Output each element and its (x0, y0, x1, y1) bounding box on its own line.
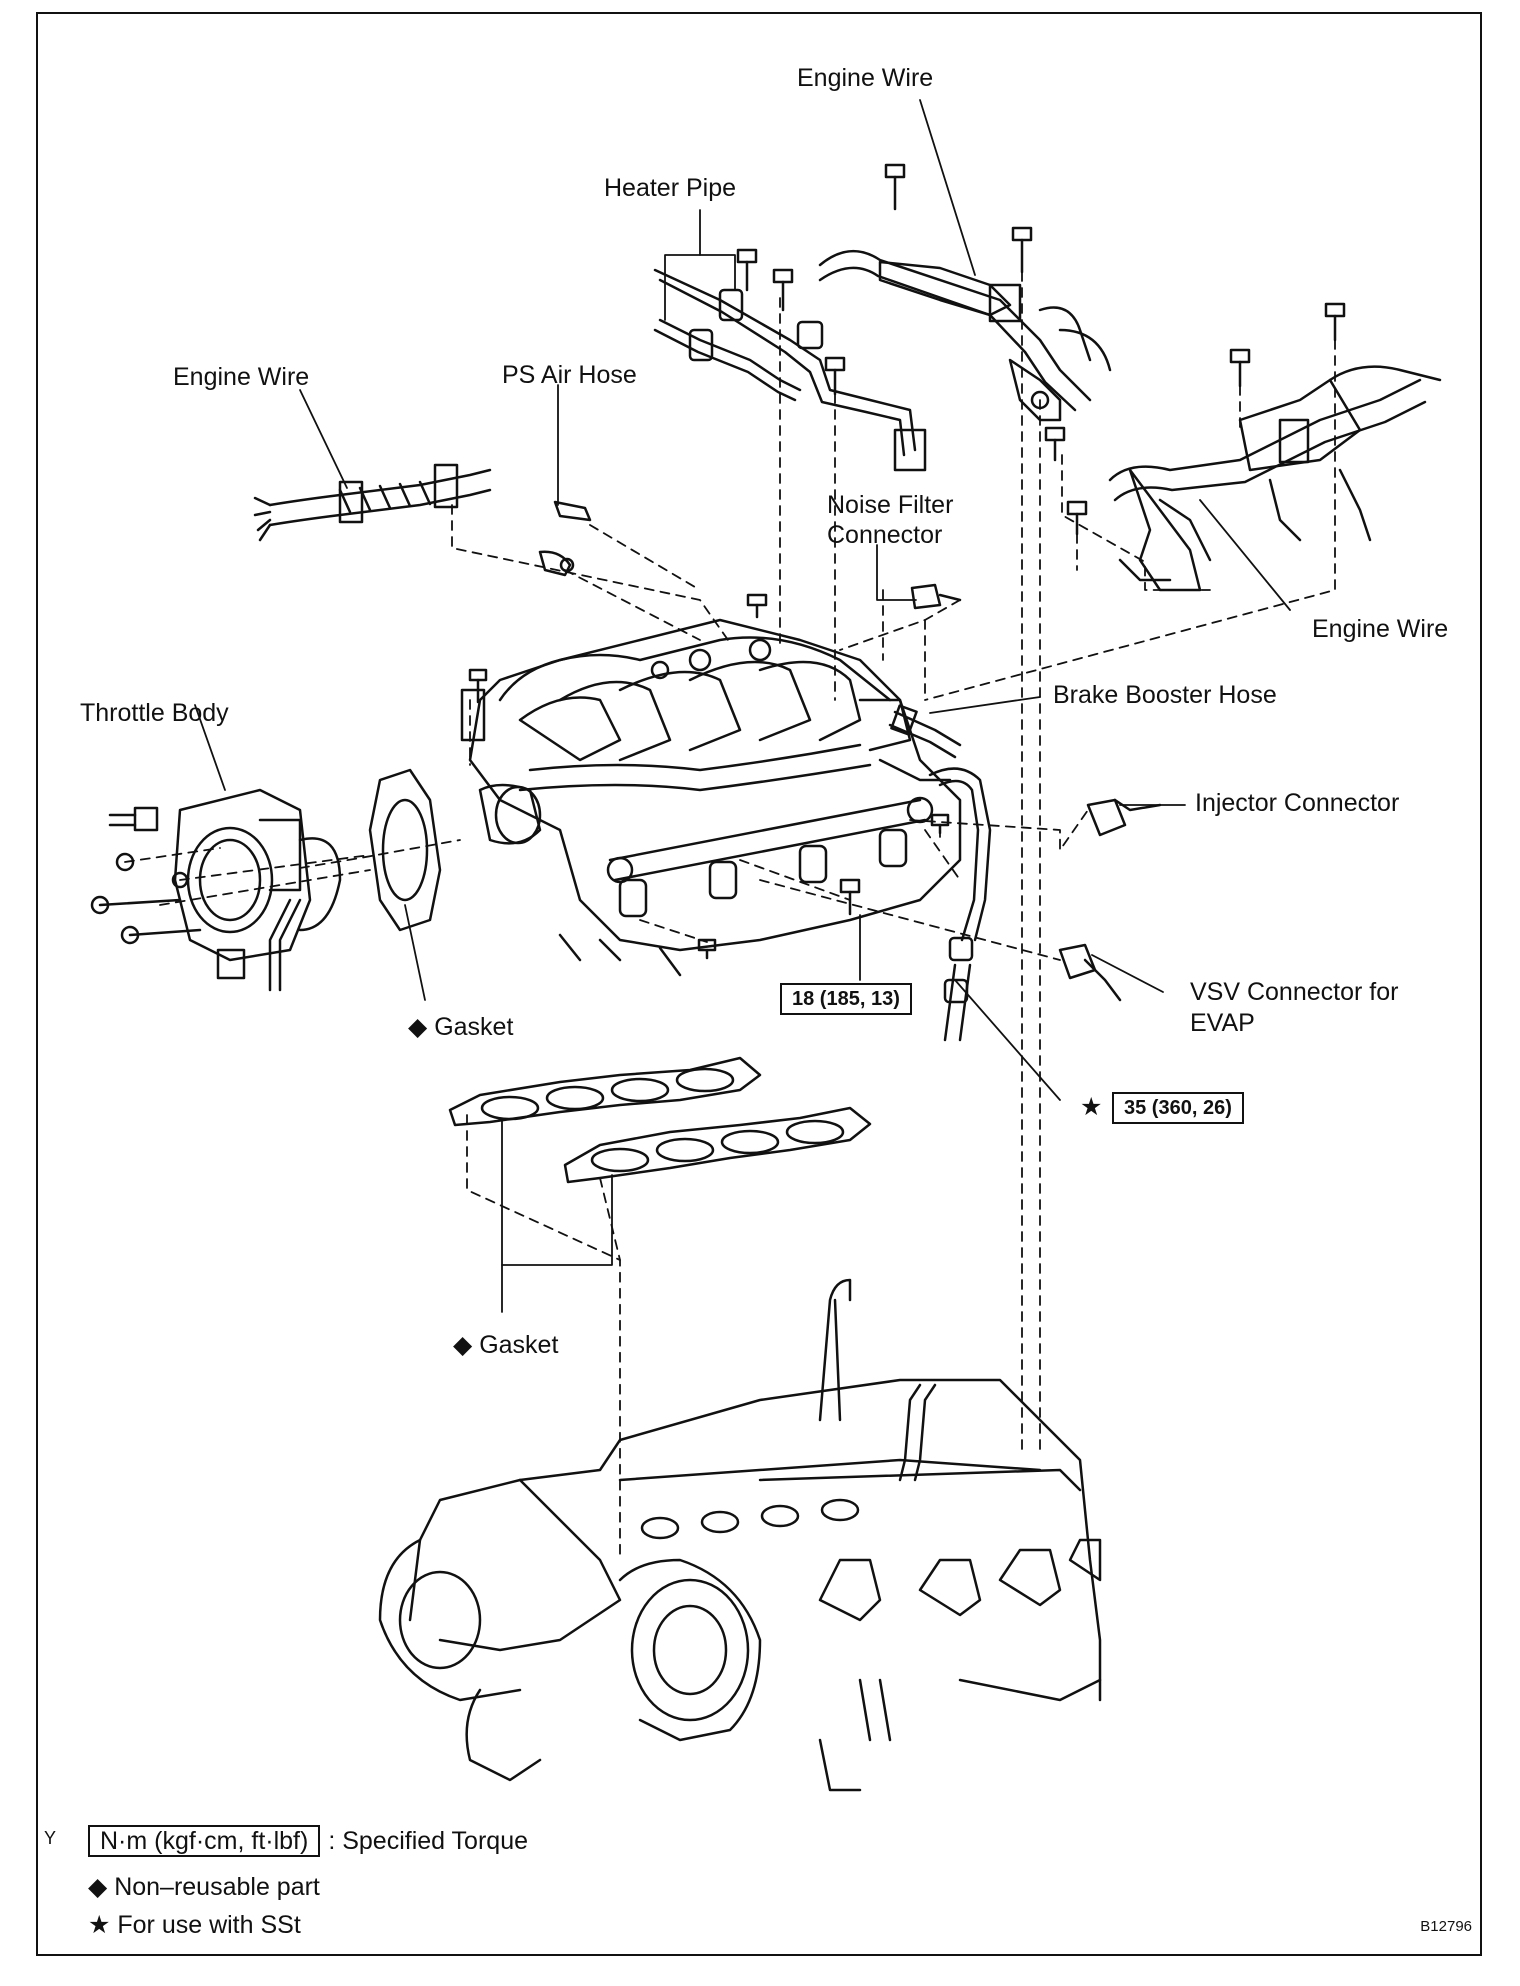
legend-sst-text: For use with SSt (117, 1911, 301, 1939)
throttle-gasket (368, 768, 442, 932)
heater-pipe (653, 268, 927, 472)
diagram-frame (36, 12, 1482, 1956)
vsv-hose (928, 767, 992, 1042)
torque-box-35: 35 (360, 26) (1112, 1092, 1244, 1124)
vsv-connector-part (1058, 943, 1122, 1002)
figure-id: B12796 (1420, 1918, 1472, 1935)
engine-block (378, 1278, 1102, 1792)
label-noise-filter-line2: Connector (827, 521, 943, 549)
throttle-nuts (90, 852, 202, 945)
torque-box-18: 18 (185, 13) (780, 983, 912, 1015)
gasket-upper-text: Gasket (434, 1013, 514, 1041)
legend-sst: ★ For use with SSt (88, 1910, 301, 1940)
legend-units-box: N·m (kgf·cm, ft·lbf) (88, 1825, 321, 1857)
star-icon: ★ (88, 1911, 111, 1939)
brake-booster-hose (888, 704, 962, 759)
legend-torque: N·m (kgf·cm, ft·lbf): Specified Torque (88, 1825, 528, 1857)
label-heater-pipe: Heater Pipe (604, 174, 737, 202)
alignment-lines (124, 271, 1336, 1561)
label-vsv-connector-line1: VSV Connector for (1190, 978, 1399, 1006)
label-noise-filter-line1: Noise Filter (827, 491, 954, 519)
bolts (468, 163, 1346, 960)
label-injector-connector: Injector Connector (1195, 789, 1400, 817)
noise-filter-connector (910, 583, 962, 610)
label-gasket-upper: ◆ Gasket (408, 1012, 513, 1042)
label-engine-wire-top: Engine Wire (797, 64, 934, 92)
engine-wire-left-harness (253, 463, 492, 542)
diamond-icon: ◆ (453, 1331, 473, 1359)
label-ps-air-hose: PS Air Hose (502, 361, 637, 389)
engine-wire-right-harness (1108, 365, 1442, 592)
legend-units-desc: : Specified Torque (328, 1827, 528, 1855)
gasket-lower-text: Gasket (479, 1331, 559, 1359)
label-engine-wire-right: Engine Wire (1312, 615, 1449, 643)
legend-non-reusable-text: Non–reusable part (114, 1873, 320, 1901)
leader-lines (194, 99, 1291, 1313)
legend-non-reusable: ◆ Non–reusable part (88, 1872, 320, 1902)
injector-connector-part (1086, 798, 1162, 837)
corner-mark: Y (44, 1828, 57, 1848)
star-icon: ★ (1080, 1093, 1103, 1121)
label-engine-wire-left: Engine Wire (173, 363, 310, 391)
label-brake-booster-hose: Brake Booster Hose (1053, 681, 1277, 709)
label-gasket-lower: ◆ Gasket (453, 1330, 558, 1360)
label-throttle-body: Throttle Body (80, 699, 229, 727)
diamond-icon: ◆ (88, 1873, 108, 1901)
intake-manifold (460, 618, 962, 977)
label-vsv-connector-line2: EVAP (1190, 1009, 1255, 1037)
diamond-icon: ◆ (408, 1013, 428, 1041)
